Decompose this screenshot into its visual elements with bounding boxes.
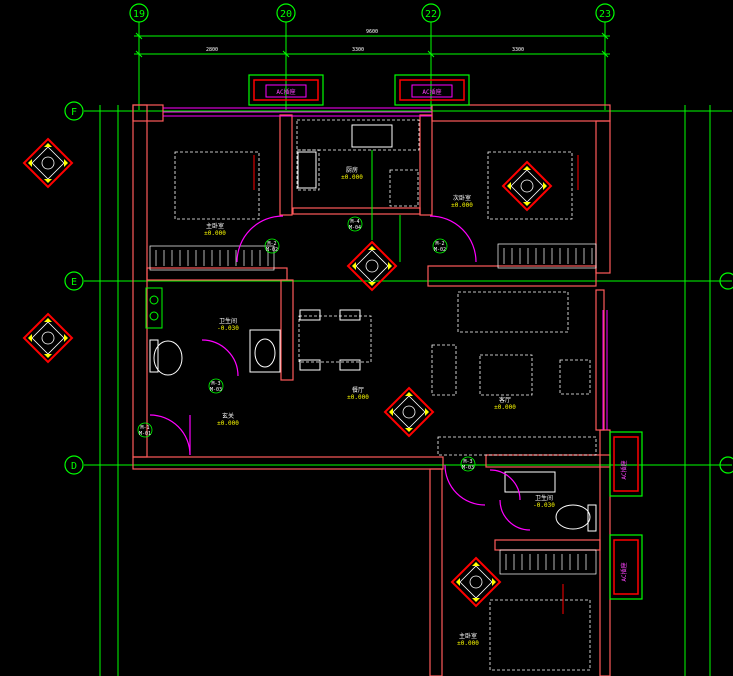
room-name: 主卧室 (459, 632, 477, 640)
dimension-total: 9600 (366, 29, 378, 35)
axis-bubble-E-right (719, 272, 733, 290)
elevation-index-symbol (450, 556, 502, 608)
axis-bubble-22: 22 (421, 3, 441, 23)
room-level: ±0.000 (451, 202, 473, 209)
axis-label-F: F (71, 107, 77, 118)
elevation-index-symbol (22, 312, 74, 364)
door-tag: M-1 M-01 (137, 422, 153, 438)
door-tags: M-2 M-02 M-2 M-02 M-1 M-01 M-3 M-03 M-3 … (137, 216, 476, 472)
axis-bubble-D: D (64, 455, 84, 475)
axis-label-E: E (71, 277, 77, 288)
elevation-index-symbol (22, 137, 74, 189)
axis-bubble-D-right (719, 456, 733, 474)
room-level: ±0.000 (457, 640, 479, 647)
door-tag: M-3 M-03 (460, 456, 476, 472)
room-level: -0.030 (533, 502, 555, 509)
axis-label-20: 20 (280, 9, 292, 20)
door-tag: M-3 M-03 (208, 378, 224, 394)
axis-label-D: D (71, 461, 77, 472)
elevation-index-symbol (346, 240, 398, 292)
ac-label: AC插座 (620, 460, 628, 479)
room-name: 卫生间 (219, 317, 237, 325)
axis-bubble-F: F (64, 101, 84, 121)
room-name: 客厅 (499, 396, 511, 404)
svg-text:M-3: M-3 (211, 381, 220, 387)
room-level: ±0.000 (347, 394, 369, 401)
room-level: ±0.000 (217, 420, 239, 427)
svg-text:M-2: M-2 (435, 241, 444, 247)
room-name: 玄关 (222, 412, 234, 420)
dimension-segment: 2800 (206, 47, 218, 53)
room-level: ±0.000 (341, 174, 363, 181)
utility-lines (145, 150, 401, 329)
axis-bubble-20: 20 (276, 3, 296, 23)
svg-text:M-03: M-03 (210, 387, 222, 393)
door-tag: M-2 M-02 (432, 238, 448, 254)
dimension-segment: 3300 (512, 47, 524, 53)
svg-text:M-02: M-02 (266, 247, 278, 253)
top-grid-axes: 19 20 22 23 (129, 3, 615, 110)
closet-hatch (149, 243, 597, 575)
top-dimension-chain (134, 32, 610, 58)
door-tag: M-2 M-02 (264, 238, 280, 254)
wall-dimension-marks (253, 155, 579, 614)
svg-text:M-04: M-04 (349, 225, 361, 231)
ac-unit-box: AC插座 (248, 74, 324, 106)
svg-text:M-2: M-2 (267, 241, 276, 247)
axis-bubble-E: E (64, 271, 84, 291)
ac-unit-box: AC插座 (394, 74, 470, 106)
furniture (174, 119, 597, 671)
svg-text:M-02: M-02 (434, 247, 446, 253)
axis-bubble-19: 19 (129, 3, 149, 23)
room-name: 主卧室 (206, 222, 224, 230)
doors (149, 215, 531, 531)
axis-label-19: 19 (133, 9, 145, 20)
furniture-solid (149, 124, 597, 532)
elevation-index-symbol (383, 386, 435, 438)
windows (163, 107, 608, 430)
axis-label-23: 23 (599, 9, 611, 20)
svg-text:M-1: M-1 (140, 425, 149, 431)
room-level: ±0.000 (204, 230, 226, 237)
ac-label: AC插座 (422, 88, 441, 96)
svg-text:M-3: M-3 (463, 459, 472, 465)
ac-unit-box: AC插座 (609, 431, 643, 497)
elevation-index-symbol (501, 160, 553, 212)
ac-unit-box: AC插座 (609, 534, 643, 600)
ac-label: AC插座 (276, 88, 295, 96)
room-labels: 主卧室 ±0.000 厨房 ±0.000 次卧室 ±0.000 卫生间 -0.0… (204, 166, 555, 647)
room-name: 厨房 (346, 166, 358, 174)
door-tag: M-4 M-04 (347, 216, 363, 232)
svg-text:M-4: M-4 (350, 219, 359, 225)
room-level: ±0.000 (494, 404, 516, 411)
left-grid-axes: F E D (64, 101, 733, 676)
ac-label: AC插座 (620, 562, 628, 581)
room-name: 次卧室 (453, 194, 471, 202)
axis-bubble-23: 23 (595, 3, 615, 23)
svg-text:M-01: M-01 (139, 431, 151, 437)
axis-label-22: 22 (425, 9, 437, 20)
room-name: 卫生间 (535, 494, 553, 502)
dimension-segment: 3300 (352, 47, 364, 53)
room-name: 餐厅 (352, 386, 364, 394)
room-level: -0.030 (217, 325, 239, 332)
svg-text:M-03: M-03 (462, 465, 474, 471)
